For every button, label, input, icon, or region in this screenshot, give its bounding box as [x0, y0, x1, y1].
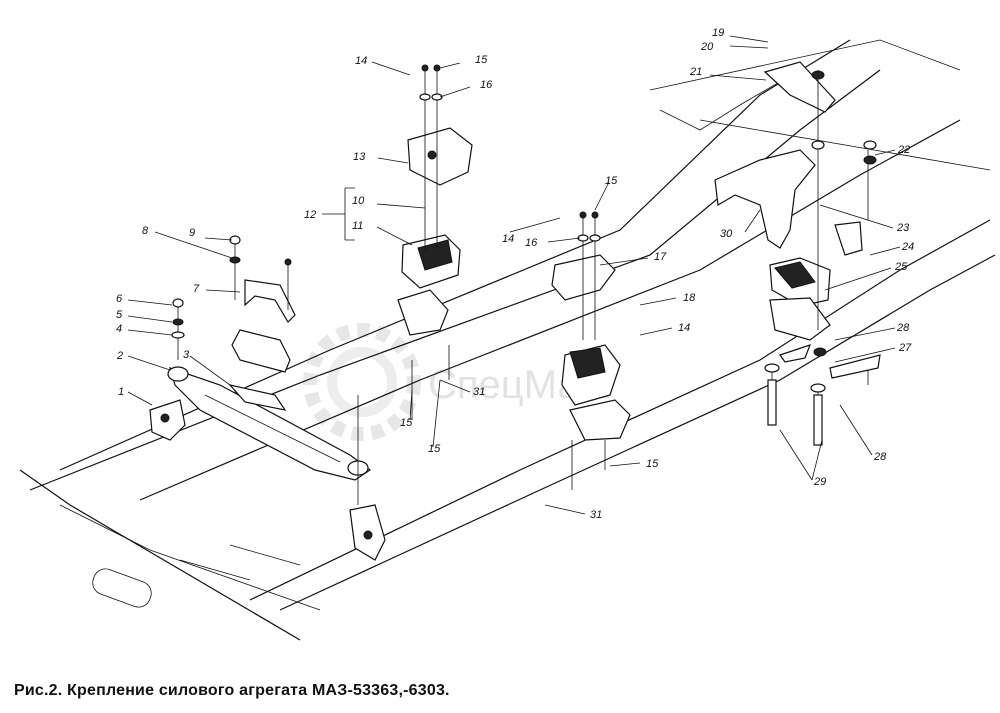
callout-22: 22 — [897, 144, 910, 156]
callout-25: 25 — [894, 261, 908, 273]
front-right-bracket — [349, 504, 386, 561]
fasteners — [171, 64, 881, 505]
callout-17: 17 — [654, 251, 667, 263]
callout-28-lower: 28 — [873, 451, 887, 463]
upper-engine-mount — [397, 127, 473, 336]
callout-4: 4 — [116, 323, 122, 335]
callout-16-top: 16 — [480, 79, 493, 91]
callout-31-bottom: 31 — [590, 509, 602, 521]
callout-1: 1 — [118, 386, 124, 398]
callout-11: 11 — [352, 220, 363, 232]
leader-lines — [127, 35, 901, 515]
callout-30: 30 — [720, 228, 733, 240]
front-mount-cushion — [228, 279, 296, 411]
front-left-bracket — [149, 399, 186, 441]
callout-5: 5 — [116, 309, 123, 321]
callout-8: 8 — [142, 225, 149, 237]
callout-14-right: 14 — [678, 322, 690, 334]
callout-27: 27 — [898, 342, 912, 354]
callout-21: 21 — [689, 66, 702, 78]
callout-15-mid: 15 — [428, 443, 441, 455]
callout-28-upper: 28 — [896, 322, 910, 334]
callout-29: 29 — [813, 476, 826, 488]
front-crossmember — [167, 366, 372, 481]
callout-10: 10 — [352, 195, 365, 207]
callout-numbers: 1 2 3 4 5 6 7 8 9 10 11 12 13 14 14 14 1… — [116, 27, 914, 521]
callout-2: 2 — [116, 350, 123, 362]
vehicle-frame — [19, 39, 996, 641]
callout-18: 18 — [683, 292, 696, 304]
rear-right-bracket — [714, 61, 863, 341]
callout-15-bottom: 15 — [646, 458, 659, 470]
rear-center-mount — [551, 254, 631, 441]
callout-7: 7 — [193, 283, 200, 295]
callout-23: 23 — [896, 222, 910, 234]
callout-13: 13 — [353, 151, 366, 163]
callout-16-center: 16 — [525, 237, 538, 249]
callout-14-center: 14 — [502, 233, 514, 245]
callout-15-center: 15 — [605, 175, 618, 187]
callout-15-top: 15 — [475, 54, 488, 66]
callout-20: 20 — [700, 41, 714, 53]
figure-caption: Рис.2. Крепление силового агрегата МАЗ-5… — [14, 682, 450, 699]
watermark-gear-icon — [303, 323, 421, 441]
callout-31-center: 31 — [473, 386, 485, 398]
callout-15-left: 15 — [400, 417, 413, 429]
callout-14-top: 14 — [355, 55, 367, 67]
callout-24: 24 — [901, 241, 914, 253]
callout-9: 9 — [189, 227, 195, 239]
callout-6: 6 — [116, 293, 123, 305]
callout-19: 19 — [712, 27, 724, 39]
callout-3: 3 — [183, 349, 190, 361]
callout-12: 12 — [304, 209, 316, 221]
